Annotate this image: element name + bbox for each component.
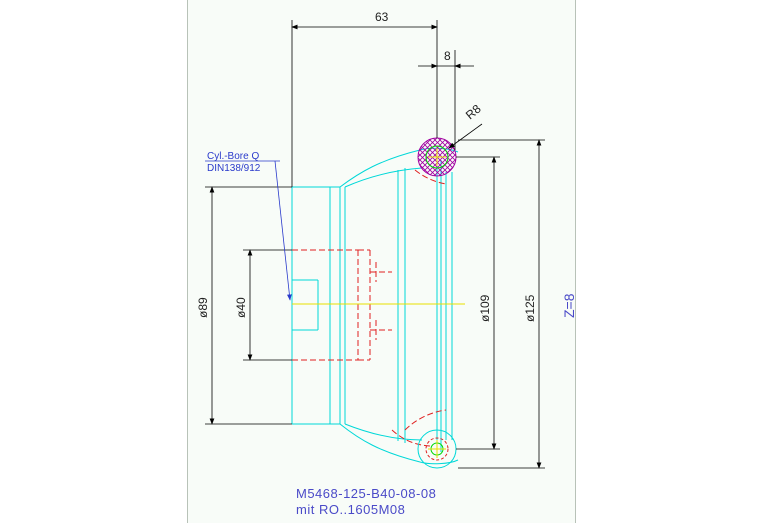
bore-note: Cyl.-Bore Q DIN138/912 (205, 151, 292, 301)
dimension-lines (205, 20, 545, 469)
bore-note-line2: DIN138/912 (207, 163, 261, 174)
dim-dia-125: ø125 (523, 294, 537, 322)
dim-dia-40: ø40 (234, 297, 248, 318)
bore-note-line1: Cyl.-Bore Q (207, 151, 259, 162)
part-variant: mit RO..1605M08 (296, 502, 405, 517)
hidden-lines (292, 169, 447, 447)
teeth-count: Z=8 (561, 293, 577, 318)
dim-length-63: 63 (375, 10, 389, 24)
top-roller-section (417, 137, 457, 177)
dim-dia-109: ø109 (478, 294, 492, 322)
part-outline (291, 147, 459, 465)
part-number: M5468-125-B40-08-08 (296, 486, 436, 501)
dim-width-8: 8 (444, 49, 451, 63)
dim-dia-89: ø89 (196, 297, 210, 318)
dim-radius-r8: R8 (463, 102, 484, 123)
